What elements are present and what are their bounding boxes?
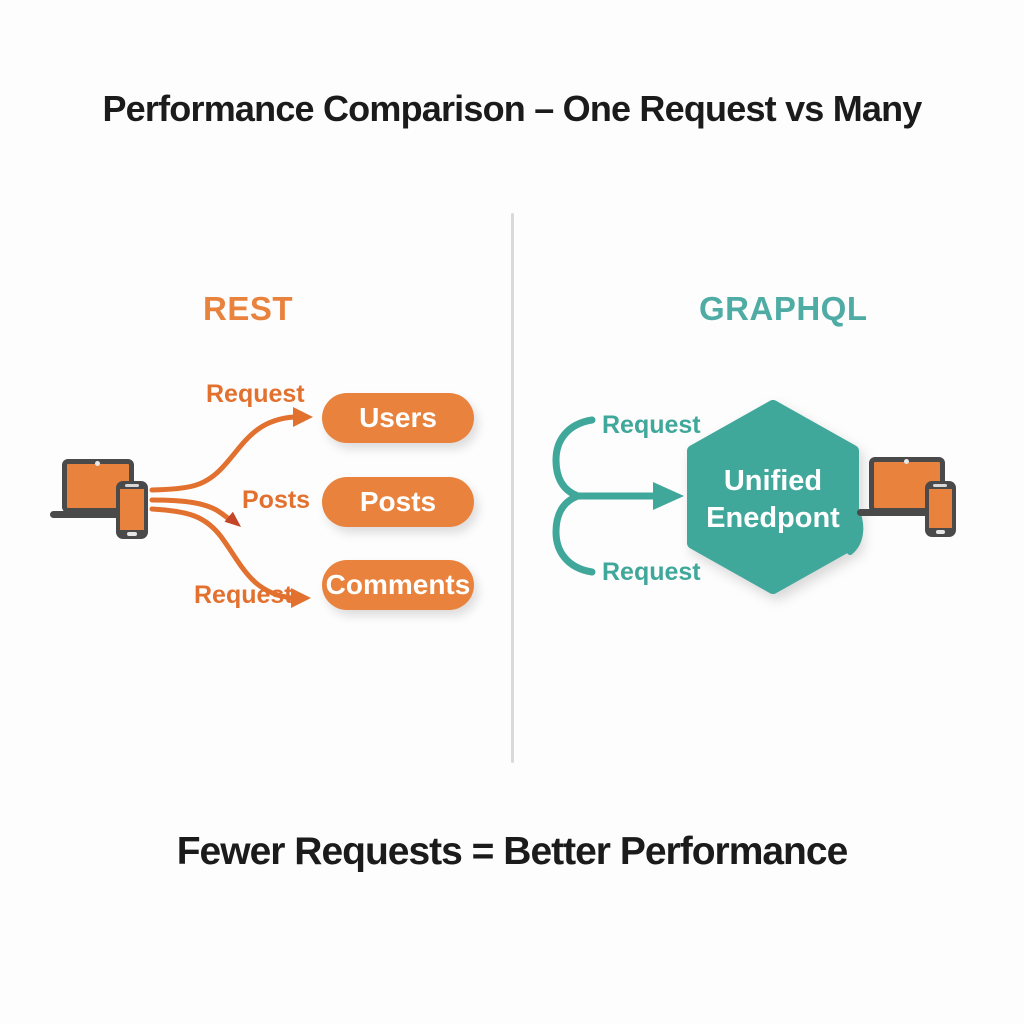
rest-request-label-top: Request: [206, 380, 305, 408]
laptop-camera-dot: [95, 461, 100, 466]
rest-arrowhead-middle: [224, 511, 241, 527]
rest-arrowhead-bottom: [291, 588, 311, 608]
rest-request-label-bottom: Request: [194, 581, 293, 609]
laptop-base: [50, 511, 140, 518]
graphql-client-devices: [857, 453, 967, 543]
graphql-request-curve-top: [552, 416, 596, 500]
phone-screen: [929, 489, 952, 528]
unified-endpoint-hexagon: [687, 400, 859, 594]
phone-home-button: [127, 532, 137, 536]
rest-client-devices: [50, 455, 160, 545]
graphql-heading: GRAPHQL: [699, 290, 868, 327]
rest-request-arrow-bottom: [149, 506, 295, 601]
phone-home-button: [936, 530, 945, 534]
rest-endpoint-users: Users: [322, 393, 474, 443]
rest-request-arrow-top: [149, 414, 297, 493]
rest-heading: REST: [203, 290, 294, 327]
phone-speaker: [125, 484, 139, 487]
footer-takeaway: Fewer Requests = Better Performance: [176, 830, 849, 873]
rest-posts-label: Posts: [242, 486, 311, 514]
rest-endpoint-posts: Posts: [322, 477, 474, 527]
laptop-camera-dot: [904, 459, 909, 464]
rest-endpoint-comments: Comments: [322, 560, 474, 610]
graphql-arrowhead: [653, 482, 684, 510]
unified-endpoint-line1: Unified: [723, 465, 823, 497]
unified-endpoint-line2: Enedpont: [706, 502, 840, 534]
graphql-request-label-bottom: Request: [602, 558, 701, 586]
rest-arrowhead-top: [293, 407, 313, 427]
hexagon-corner-flourish: [847, 509, 864, 555]
graphql-request-curve-bottom: [552, 492, 596, 576]
page-title: Performance Comparison – One Request vs …: [102, 88, 922, 129]
laptop-base: [857, 509, 949, 516]
phone-speaker: [933, 484, 947, 487]
unified-endpoint-label: Unified Enedpont: [688, 463, 858, 537]
graphql-request-label-top: Request: [602, 411, 701, 439]
phone-screen: [120, 489, 144, 530]
section-divider: [511, 213, 514, 763]
